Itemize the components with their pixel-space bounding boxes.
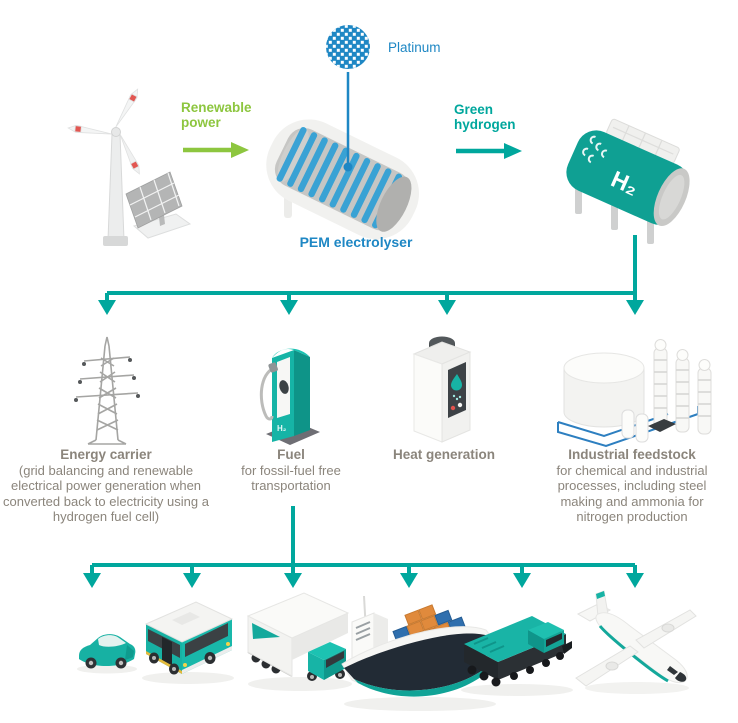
truck-icon xyxy=(246,592,352,691)
green-hydrogen-label: Green hydrogen xyxy=(454,102,516,133)
use-title: Fuel xyxy=(277,447,305,462)
use-title: Industrial feedstock xyxy=(568,447,696,462)
pem-electrolyser-label: PEM electrolyser xyxy=(299,234,413,250)
pem-electrolyser-icon xyxy=(266,119,419,240)
hydrogen-tank-icon: H₂ xyxy=(566,118,690,244)
use-heat-generation: Heat generation xyxy=(378,447,510,463)
renewable-power-label: Renewable power xyxy=(181,100,252,131)
chemical-plant-icon xyxy=(557,339,712,448)
use-title: Heat generation xyxy=(392,447,496,462)
car-icon xyxy=(77,634,137,674)
transmission-tower-icon xyxy=(74,336,140,445)
hydrogen-fuel-station-icon: H₂ xyxy=(259,348,320,445)
platinum-label: Platinum xyxy=(388,40,441,55)
use-description: for chemical and industrial processes, i… xyxy=(556,463,708,524)
use-title: Energy carrier xyxy=(60,447,152,462)
hydrogen-heater-icon xyxy=(412,336,472,443)
train-icon xyxy=(461,616,573,696)
bus-icon xyxy=(142,601,234,684)
renewable-power-arrow-icon xyxy=(183,142,249,158)
use-energy-carrier: Energy carrier (grid balancing and renew… xyxy=(0,447,212,524)
container-ship-icon xyxy=(341,595,496,711)
use-industrial-feedstock: Industrial feedstock for chemical and in… xyxy=(540,447,724,524)
wind-turbine-solar-panel-icon xyxy=(67,88,192,246)
use-fuel: Fuel for fossil-fuel free transportation xyxy=(226,447,356,494)
station-h2-label: H₂ xyxy=(277,424,287,433)
use-description: (grid balancing and renewable electrical… xyxy=(3,463,209,524)
solar-panel-icon xyxy=(125,171,192,239)
green-hydrogen-arrow-icon xyxy=(456,143,522,159)
use-description: for fossil-fuel free transportation xyxy=(241,463,341,494)
airplane-icon xyxy=(575,590,697,694)
